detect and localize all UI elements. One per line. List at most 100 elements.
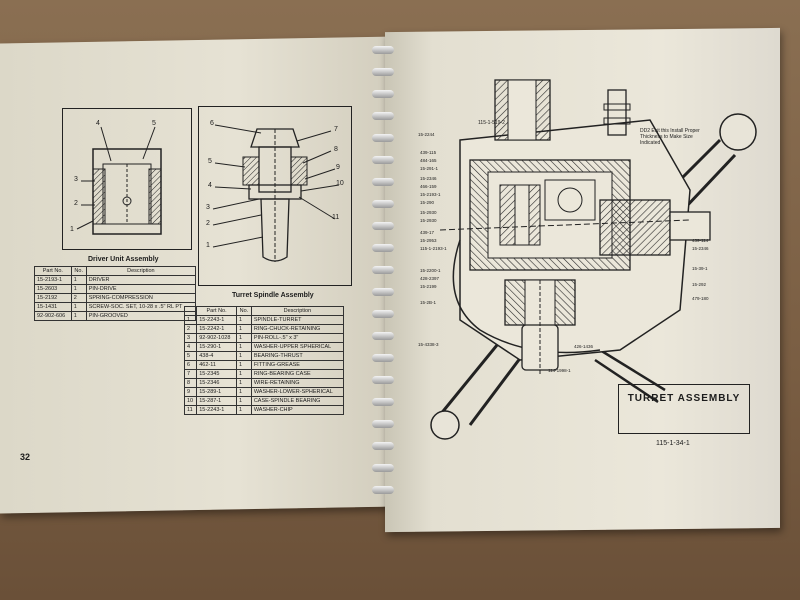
cell: 1 [235, 387, 252, 397]
cell: 1 [235, 360, 252, 370]
spindle-callout-3: 3 [206, 204, 210, 211]
cell: 5 [183, 351, 198, 361]
callout-label: 15-2199 [420, 284, 437, 289]
cell: 9 [183, 387, 198, 397]
callout-label: 15-39-1 [692, 266, 708, 271]
cell: BEARING-THRUST [250, 351, 345, 361]
callout-label: 15-2B-1 [420, 300, 437, 305]
cell: FITTING-GREASE [250, 360, 345, 370]
callout-label: 439-114 [692, 238, 709, 243]
cell: PIN-ROLL-.5" x 3" [250, 333, 345, 343]
cell: SPINDLE-TURRET [250, 315, 345, 325]
cell: 2 [70, 293, 87, 303]
cell: 15-2243-1 [196, 315, 237, 325]
cell: WIRE-RETAINING [250, 378, 345, 388]
callout-label: 15-292 [692, 282, 707, 287]
turret-assembly-drawing [430, 79, 757, 440]
cell: 15-290-1 [196, 342, 237, 352]
callout-label: 15-291-1 [420, 166, 439, 171]
cell: 15-289-1 [196, 387, 237, 397]
cell: 11 [183, 405, 198, 415]
cell: 1 [70, 284, 87, 294]
callout-label: 439-17 [420, 230, 435, 235]
cell: 15-1431 [34, 302, 72, 312]
cell: WASHER-CHIP [250, 405, 345, 415]
cell: 6 [183, 360, 198, 370]
spindle-callout-11: 11 [332, 214, 340, 221]
cell: 1 [235, 378, 252, 388]
cell: 1 [235, 351, 252, 361]
callout-label: 114-1998-1 [548, 368, 571, 373]
cell: 15-287-1 [196, 396, 237, 406]
callout-label: 15-2346 [692, 246, 709, 251]
cell: 462-11 [196, 360, 237, 370]
spindle-callout-9: 9 [336, 164, 340, 171]
cell: 1 [235, 333, 252, 343]
cell: 1 [235, 369, 252, 379]
assembly-note: DD2 Exit this Install Proper Thickness t… [640, 128, 700, 146]
callout-label: 15-2930 [420, 210, 437, 215]
driver-table-header-part: Part No. [34, 266, 72, 276]
cell: 15-2193-1 [34, 275, 72, 285]
spindle-callout-6: 6 [210, 120, 214, 127]
spindle-table-header-part: Part No. [196, 306, 237, 316]
cell: WASHER-LOWER-SPHERICAL [250, 387, 345, 397]
cell: 438-4 [196, 351, 237, 361]
cell: 1 [70, 311, 87, 321]
spindle-callout-10: 10 [336, 180, 344, 187]
table-row: 92-902-606 1 PIN-GROOVED [34, 311, 197, 321]
spindle-callout-7: 7 [334, 126, 338, 133]
cell: 1 [70, 302, 87, 312]
assembly-title: TURRET ASSEMBLY [627, 393, 741, 404]
cell: PIN-GROOVED [85, 311, 197, 321]
cell: 4 [183, 342, 198, 352]
callout-label: 484-165 [420, 158, 437, 163]
cell: 3 [183, 333, 198, 343]
cell: SCREW-SOC. SET, 10-28 x .5" RL PT [85, 302, 197, 312]
cell: 8 [183, 378, 198, 388]
cell: 15-2243-1 [196, 405, 237, 415]
table-row: 15-2193-1 1 DRIVER [34, 275, 197, 285]
driver-callout-2: 2 [74, 200, 78, 207]
title-block: TURRET ASSEMBLY [618, 384, 750, 434]
callout-label: 15-290 [420, 200, 435, 205]
cell: 15-2345 [196, 369, 237, 379]
spindle-table-blank [183, 306, 198, 316]
driver-callout-5: 5 [152, 120, 156, 127]
cell: 15-2603 [34, 284, 72, 294]
driver-table-header-no: No. [70, 266, 87, 276]
cell: 1 [183, 315, 198, 325]
table-row: 15-2603 1 PIN-DRIVE [34, 284, 197, 294]
cell: RING-BEARING CASE [250, 369, 345, 379]
table-row: 15-2192 2 SPRING-COMPRESSION [34, 293, 197, 303]
driver-unit-parts-table: Part No. No. Description 15-2193-1 1 DRI… [34, 266, 197, 321]
cell: 1 [235, 315, 252, 325]
callout-label: 15-2200-1 [420, 268, 441, 273]
spindle-callout-1: 1 [206, 242, 210, 249]
cell: RING-CHUCK-RETAINING [250, 324, 345, 334]
cell: 1 [70, 275, 87, 285]
drawing-number: 115-1-34-1 [656, 440, 690, 447]
cell: 15-2242-1 [196, 324, 237, 334]
driver-callout-3: 3 [74, 176, 78, 183]
callout-label: 466-159 [420, 184, 437, 189]
cell: 1 [235, 405, 252, 415]
cell: 10 [183, 396, 198, 406]
callout-label: 15-2244 [418, 132, 435, 137]
cell: CASE-SPINDLE BEARING [250, 396, 345, 406]
callout-label: 428-2397 [420, 276, 440, 281]
driver-unit-frame [62, 108, 192, 250]
turret-spindle-drawing [212, 124, 340, 262]
callout-label: 15-2930 [420, 218, 437, 223]
cell: 1 [235, 324, 252, 334]
